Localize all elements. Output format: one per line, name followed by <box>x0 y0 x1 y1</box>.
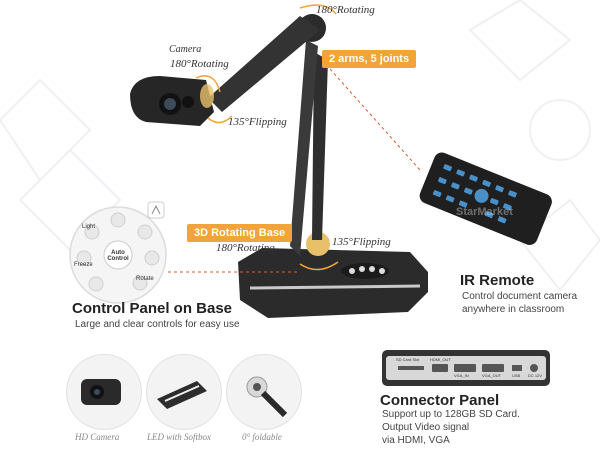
port-vga-in: VGA_IN <box>454 373 469 378</box>
camera-label: Camera <box>169 44 202 55</box>
port-labels: SD Card Slot HDMI_OUT VGA_IN VGA_OUT USB… <box>386 357 546 378</box>
port-dc: DC 12V <box>528 373 543 378</box>
camera-rotation-label: 180°Rotating <box>170 58 229 70</box>
thumb-caption: HD Camera <box>75 432 120 442</box>
connector-panel-desc: Support up to 128GB SD Card. Output Vide… <box>382 408 520 447</box>
ir-remote <box>419 152 552 245</box>
base-flip-label: 135°Flipping <box>332 236 391 248</box>
port-usb: USB <box>512 373 521 378</box>
connector-desc-line: via HDMI, VGA <box>382 435 450 446</box>
connector-panel-title: Connector Panel <box>380 392 500 409</box>
document-camera <box>130 14 428 318</box>
ir-remote-desc-line: Control document camera <box>462 291 578 302</box>
control-panel-desc: Large and clear controls for easy use <box>75 319 240 330</box>
foldable-thumb <box>226 354 302 430</box>
light-icon <box>147 201 165 219</box>
connector-panel <box>382 350 550 386</box>
auto-control-button-label: Auto Control <box>107 250 129 262</box>
leader-lines <box>168 59 421 273</box>
control-panel-title: Control Panel on Base <box>72 300 233 317</box>
ir-remote-title: IR Remote <box>460 272 535 289</box>
rotating-base-badge: 3D Rotating Base <box>187 224 293 242</box>
camera-flip-label: 135°Flipping <box>228 116 287 128</box>
control-panel-buttons: Light Auto Control Freeze Rotate <box>70 212 166 308</box>
base-rotation-label: 180°Rotating <box>216 242 275 254</box>
ir-remote-desc: Control document camera anywhere in clas… <box>462 290 577 316</box>
port-hdmi: HDMI_OUT <box>430 357 451 362</box>
watermark: StarMarket <box>456 206 513 218</box>
rotation-arrows <box>195 4 339 271</box>
arms-joints-badge: 2 arms, 5 joints <box>322 50 417 68</box>
control-panel-disc <box>69 206 167 304</box>
connector-desc-line: Output Video signal <box>382 422 470 433</box>
freeze-button-label: Freeze <box>74 262 93 268</box>
thumb-caption: 0° foldable <box>242 432 282 442</box>
top-joint-rotation-label: 180°Rotating <box>316 4 375 16</box>
rotate-button-label: Rotate <box>136 276 154 282</box>
background-pattern <box>0 0 600 292</box>
light-button-label: Light <box>82 224 96 230</box>
connector-desc-line: Support up to 128GB SD Card. <box>382 409 520 420</box>
led-softbox-thumb <box>146 354 222 430</box>
thumb-caption: LED with Softbox <box>147 432 212 442</box>
port-vga-out: VGA_OUT <box>482 373 502 378</box>
ir-remote-desc-line: anywhere in classroom <box>462 304 565 315</box>
hd-camera-thumb <box>66 354 142 430</box>
port-sd: SD Card Slot <box>396 357 420 362</box>
